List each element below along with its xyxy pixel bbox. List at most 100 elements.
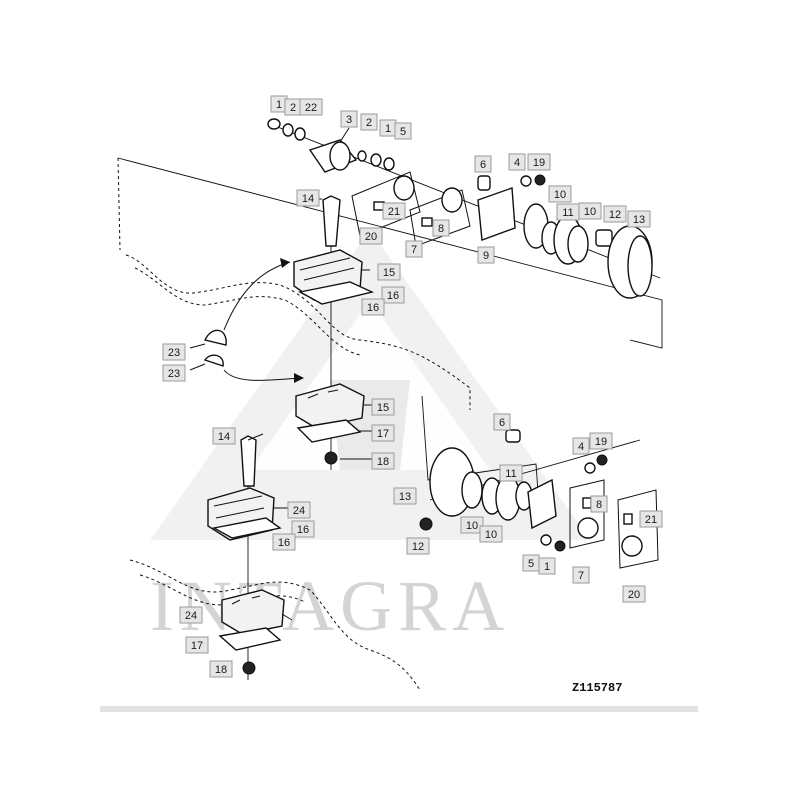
callout-19: 19 (527, 153, 551, 171)
callout-label: 11 (562, 207, 573, 219)
upper-shaft-assembly (267, 118, 661, 299)
callout-18: 18 (209, 660, 233, 678)
callout-7: 7 (572, 566, 590, 584)
callout-label: 1 (276, 99, 282, 111)
callout-label: 7 (578, 570, 584, 582)
callout-label: 19 (595, 436, 607, 448)
callout-label: 13 (633, 214, 645, 226)
watermark-logo: INTAGRA (150, 230, 590, 646)
callout-label: 17 (191, 640, 203, 652)
callout-21: 21 (639, 510, 663, 528)
callout-label: 10 (485, 529, 497, 541)
callout-5: 5 (394, 122, 412, 140)
callout-label: 10 (584, 206, 596, 218)
callout-label: 6 (499, 417, 505, 429)
nut-1 (267, 118, 281, 130)
callout-label: 6 (480, 159, 486, 171)
callout-label: 10 (466, 520, 478, 532)
reference-code: Z115787 (572, 681, 622, 695)
callout-16: 16 (291, 520, 315, 538)
callout-4: 4 (508, 153, 526, 171)
callout-label: 16 (278, 537, 290, 549)
callout-18: 18 (371, 452, 395, 470)
callout-label: 8 (438, 223, 444, 235)
upper-mount-stack (293, 195, 375, 470)
callout-label: 18 (215, 664, 227, 676)
callout-23: 23 (162, 343, 186, 361)
callout-label: 17 (377, 428, 389, 440)
callout-label: 16 (387, 290, 399, 302)
callout-label: 10 (554, 189, 566, 201)
callout-label: 4 (514, 157, 520, 169)
callout-label: 4 (578, 441, 584, 453)
callout-17: 17 (185, 636, 209, 654)
callout-label: 16 (297, 524, 309, 536)
clamp-23 (203, 258, 304, 383)
callout-10: 10 (479, 525, 503, 543)
callout-label: 8 (596, 499, 602, 511)
callout-label: 18 (377, 456, 389, 468)
callout-label: 9 (483, 250, 489, 262)
callout-13: 13 (627, 210, 651, 228)
callout-24: 24 (179, 606, 203, 624)
callout-label: 2 (366, 117, 372, 129)
callout-label: 3 (346, 114, 352, 126)
callout-label: 23 (168, 347, 180, 359)
callout-6: 6 (474, 155, 492, 173)
callout-label: 5 (400, 126, 406, 138)
callout-label: 12 (412, 541, 424, 553)
callout-13: 13 (393, 487, 417, 505)
callout-11: 11 (499, 464, 523, 482)
callout-5: 5 (522, 554, 540, 572)
callout-label: 5 (528, 558, 534, 570)
callout-label: 22 (305, 102, 317, 114)
callout-label: 15 (377, 402, 389, 414)
callout-17: 17 (371, 424, 395, 442)
lower-shaft-assembly (419, 429, 659, 569)
callout-21: 21 (382, 202, 406, 220)
callout-15: 15 (371, 398, 395, 416)
callout-12: 12 (603, 205, 627, 223)
callout-14: 14 (296, 189, 320, 207)
callout-16: 16 (272, 533, 296, 551)
callout-label: 20 (365, 231, 377, 243)
mount-plate-9 (477, 187, 516, 241)
callout-24: 24 (287, 501, 311, 519)
callout-20: 20 (622, 585, 646, 603)
callout-16: 16 (361, 298, 385, 316)
callout-label: 2 (290, 102, 296, 114)
upper-frame-panel (117, 157, 663, 410)
callout-19: 19 (589, 432, 613, 450)
watermark-text: INTAGRA (150, 566, 510, 646)
callout-label: 14 (218, 431, 230, 443)
callout-label: 1 (385, 123, 391, 135)
isolator-cards-upper (351, 171, 471, 247)
callout-15: 15 (377, 263, 401, 281)
callout-8: 8 (432, 219, 450, 237)
callout-10: 10 (460, 516, 484, 534)
callout-label: 7 (411, 244, 417, 256)
callout-12: 12 (406, 537, 430, 555)
callout-2: 2 (360, 113, 378, 131)
callout-label: 21 (645, 514, 657, 526)
callout-label: 23 (168, 368, 180, 380)
callout-3: 3 (340, 110, 358, 128)
bottom-rule (100, 706, 698, 712)
callout-11: 11 (556, 203, 580, 221)
callout-9: 9 (477, 246, 495, 264)
callout-2: 2 (284, 98, 302, 116)
lower-mount-stack (207, 435, 285, 680)
callout-20: 20 (359, 227, 383, 245)
callout-label: 14 (302, 193, 314, 205)
callout-label: 16 (367, 302, 379, 314)
callout-7: 7 (405, 240, 423, 258)
callout-23: 23 (162, 364, 186, 382)
callout-label: 21 (388, 206, 400, 218)
callout-22: 22 (299, 98, 323, 116)
callout-label: 24 (185, 610, 197, 622)
callout-14: 14 (212, 427, 236, 445)
callout-6: 6 (493, 413, 511, 431)
